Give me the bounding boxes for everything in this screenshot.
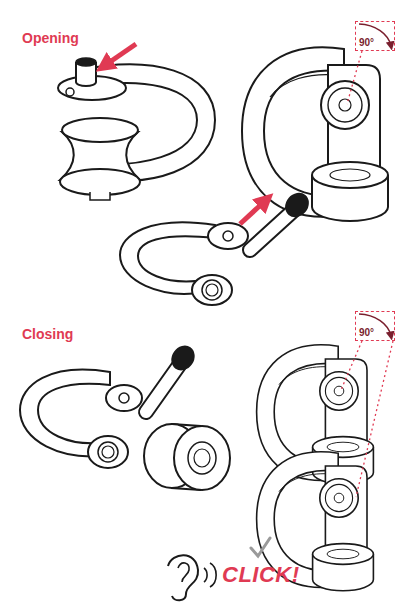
angle-box: 90°: [355, 21, 395, 51]
check-mark: [251, 538, 270, 556]
thread-ring: [206, 284, 218, 296]
angle-label: 90°: [359, 37, 374, 48]
pulley-flange: [62, 118, 138, 142]
lock-screw: [66, 88, 74, 96]
thread-ring: [102, 446, 114, 458]
pulley-bore: [188, 442, 216, 474]
pin-knob-top: [76, 58, 96, 66]
pin-outline: [250, 210, 294, 250]
section-heading: Opening: [22, 30, 79, 46]
shackle-bow: [20, 370, 110, 457]
shackle-side-view: [242, 47, 388, 221]
section-heading: Closing: [22, 326, 73, 342]
shackle-bow: [80, 64, 215, 181]
pulley-flange: [60, 169, 140, 195]
pin-outline: [146, 364, 180, 412]
shackle-ear: [106, 385, 142, 411]
pulley-body: [172, 424, 200, 490]
pulley-bore: [194, 449, 210, 467]
sound-wave: [204, 568, 207, 582]
pin-knob: [76, 62, 96, 86]
pull-arrow: [240, 200, 266, 224]
ear-inner: [178, 563, 189, 582]
threaded-ear: [192, 275, 232, 305]
shackle-open-view: [120, 188, 314, 305]
ear-outline: [168, 555, 198, 600]
shackle-parts-view: [20, 341, 230, 490]
shackle-side-view: [257, 345, 374, 484]
thread-ring: [202, 280, 222, 300]
pulley-flange: [144, 424, 200, 488]
shackle-ear: [58, 76, 126, 100]
threaded-ear: [88, 436, 128, 468]
angle-box: 90°: [355, 311, 395, 341]
leader-line: [347, 51, 362, 104]
ear-hole: [119, 393, 129, 403]
thread-ring: [98, 442, 118, 462]
sound-cue: CLICK!: [222, 562, 300, 588]
pin-nut: [90, 192, 110, 200]
pin-shaft: [250, 210, 294, 250]
pulley-body: [60, 132, 140, 180]
ear-hole: [223, 231, 233, 241]
leader-line: [356, 341, 393, 497]
shackle-ear: [208, 223, 248, 249]
pin-head: [280, 188, 314, 222]
pulley-flange: [174, 426, 230, 490]
press-arrow: [104, 44, 136, 66]
shackle-bow: [120, 222, 215, 293]
leader-line: [341, 341, 362, 390]
pin-head: [167, 341, 200, 375]
angle-label: 90°: [359, 327, 374, 338]
sound-wave: [210, 563, 216, 587]
pin-shaft: [146, 364, 180, 412]
shackle-front-view: [58, 44, 215, 200]
